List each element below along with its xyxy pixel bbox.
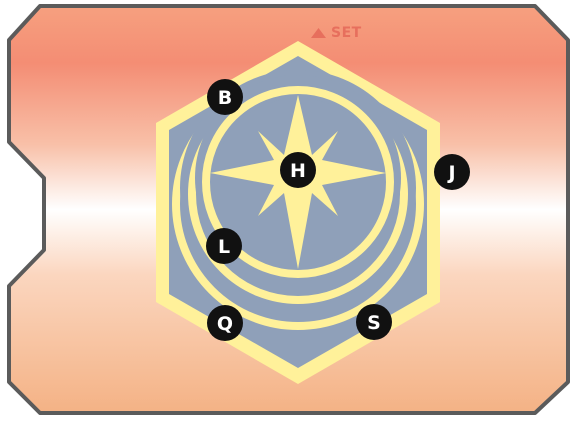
marker-b[interactable]: B xyxy=(207,79,243,115)
marker-label: Q xyxy=(217,313,233,335)
marker-label: B xyxy=(218,87,232,109)
marker-label: J xyxy=(446,162,455,184)
marker-l[interactable]: L xyxy=(206,228,242,264)
marker-s[interactable]: S xyxy=(356,304,392,340)
marker-label: H xyxy=(290,160,306,182)
marker-q[interactable]: Q xyxy=(207,305,243,341)
marker-j[interactable]: J xyxy=(434,154,470,190)
marker-label: L xyxy=(218,236,230,258)
marker-label: S xyxy=(367,312,381,334)
marker-h[interactable]: H xyxy=(280,152,316,188)
set-label[interactable]: SET xyxy=(331,25,362,41)
